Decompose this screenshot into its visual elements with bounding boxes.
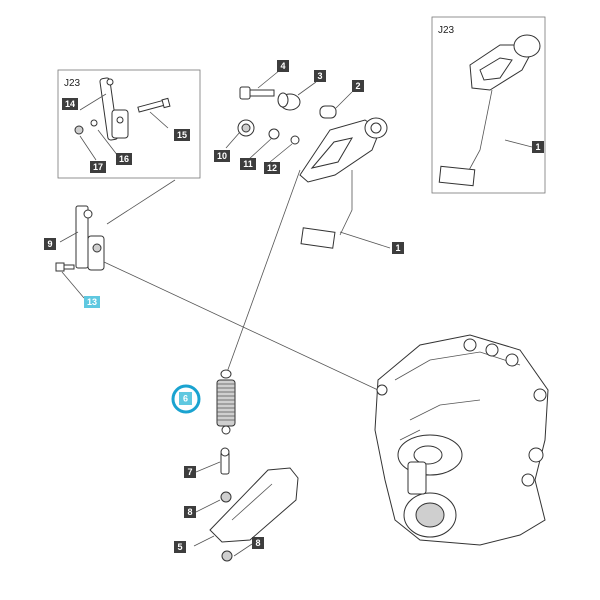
svg-text:10: 10 [217,151,227,161]
callout-3: 3 [314,70,326,82]
callout-10: 10 [214,150,230,162]
svg-text:2: 2 [355,81,360,91]
callout-16: 16 [116,153,132,165]
washer-11 [268,128,280,140]
transmission-housing [374,334,549,546]
svg-text:8: 8 [187,507,192,517]
callout-5: 5 [174,541,186,553]
bracket-9 [75,205,105,271]
svg-text:3: 3 [317,71,322,81]
svg-text:14: 14 [65,99,75,109]
svg-text:16: 16 [119,154,129,164]
callout-14: 14 [62,98,78,110]
pin-7 [220,447,230,475]
inset-label-left: J23 [64,78,81,89]
callout-15: 15 [174,129,190,141]
callout-17: 17 [90,161,106,173]
svg-text:9: 9 [47,239,52,249]
callout-9: 9 [44,238,56,250]
inset-label-right: J23 [438,25,455,36]
inset-box-left [57,69,201,179]
pedal-main [299,117,388,249]
callout-12: 12 [264,162,280,174]
svg-text:7: 7 [187,467,192,477]
pedal-inset [438,34,541,187]
svg-text:15: 15 [177,130,187,140]
callout-13: 13 [84,296,100,308]
callout-8-top: 8 [184,506,196,518]
bolt-4 [239,86,275,100]
svg-text:12: 12 [267,163,277,173]
callout-4: 4 [277,60,289,72]
svg-text:6: 6 [183,394,188,404]
bolt-15 [137,97,171,113]
callout-8-bottom: 8 [252,537,264,549]
screw-13 [55,262,75,272]
callout-2: 2 [352,80,364,92]
nut-8-top [220,491,232,503]
svg-text:1: 1 [535,142,540,152]
highlight-ring [171,384,201,414]
svg-text:13: 13 [87,297,97,307]
return-spring-6 [216,369,236,435]
oring-12 [290,135,300,145]
svg-text:5: 5 [177,542,182,552]
nut-17 [74,125,84,135]
linkage-arm-inset [99,77,129,141]
callout-1-main: 1 [392,242,404,254]
callout-7: 7 [184,466,196,478]
svg-text:11: 11 [243,159,253,169]
callout-6: 6 [179,392,192,405]
bracket-5 [209,467,299,543]
bushing-2 [319,105,337,119]
nut-8-bottom [221,550,233,562]
callout-11: 11 [240,158,256,170]
bushing-3 [277,92,301,111]
bearing-10 [237,119,255,137]
callout-1-inset: 1 [532,141,544,153]
svg-text:4: 4 [280,61,285,71]
inset-box-right [431,16,546,194]
svg-text:17: 17 [93,162,103,172]
svg-text:1: 1 [395,243,400,253]
washer-16 [90,119,98,127]
svg-text:8: 8 [255,538,260,548]
